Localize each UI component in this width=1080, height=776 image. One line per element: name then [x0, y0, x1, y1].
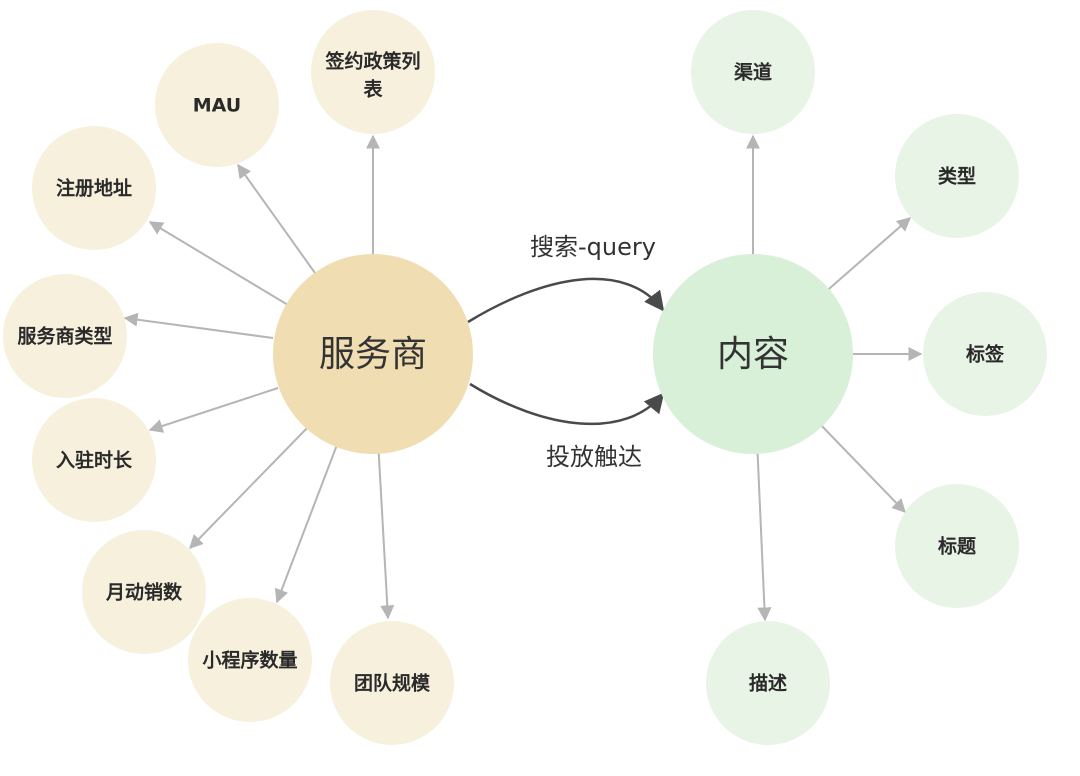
delivery-link-label: 投放触达 — [546, 443, 642, 471]
delivery-link-curve — [469, 382, 665, 426]
node-signing-policy — [311, 10, 435, 134]
node-channel — [691, 10, 815, 134]
label-type: 类型 — [938, 165, 976, 188]
provider-attribute-nodes: 签约政策列 表 MAU 注册地址 服务商类型 入驻时长 月动销数 小程序数量 团… — [3, 10, 454, 745]
spoke-to-description — [756, 439, 772, 622]
search-link-label: 搜索-query — [530, 233, 656, 261]
node-title — [895, 484, 1019, 608]
spoke-to-type — [821, 217, 912, 296]
content-attribute-nodes: 渠道 类型 标签 标题 描述 — [691, 10, 1047, 745]
label-monthly-sales: 月动销数 — [105, 581, 183, 604]
spoke-to-tenure — [148, 387, 279, 433]
label-tenure: 入驻时长 — [56, 449, 133, 472]
label-signing-policy-line1: 签约政策列 — [324, 50, 420, 73]
label-provider-type: 服务商类型 — [17, 325, 112, 348]
content-hub — [653, 254, 853, 454]
spoke-to-miniprogram-count — [274, 436, 341, 604]
content-hub-label: 内容 — [717, 334, 789, 375]
node-type — [895, 114, 1019, 238]
spoke-to-team-size — [377, 439, 395, 620]
spoke-to-registered-address — [148, 221, 289, 306]
label-tag: 标签 — [966, 343, 1005, 366]
provider-spokes — [123, 134, 395, 620]
provider-hub-label: 服务商 — [319, 334, 427, 375]
spoke-to-title — [817, 421, 906, 514]
node-miniprogram-count — [188, 598, 312, 722]
label-miniprogram-count: 小程序数量 — [202, 649, 297, 672]
label-title: 标题 — [938, 536, 976, 558]
content-spokes — [746, 134, 923, 622]
label-registered-address: 注册地址 — [56, 177, 132, 200]
provider-hub — [273, 254, 473, 454]
spoke-to-monthly-sales — [189, 424, 311, 550]
label-channel: 渠道 — [734, 61, 772, 84]
spoke-to-mau — [237, 163, 321, 281]
label-team-size: 团队规模 — [354, 672, 431, 695]
search-link-curve — [467, 277, 665, 324]
node-monthly-sales — [82, 530, 206, 654]
spoke-to-provider-type — [123, 312, 274, 339]
node-team-size — [330, 621, 454, 745]
node-registered-address — [32, 126, 156, 250]
node-description — [706, 621, 830, 745]
label-description: 描述 — [749, 672, 787, 695]
label-signing-policy-line2: 表 — [363, 78, 383, 101]
node-mau — [155, 43, 279, 167]
node-provider-type — [3, 274, 127, 398]
node-tenure — [32, 398, 156, 522]
node-tag — [923, 292, 1047, 416]
label-mau: MAU — [193, 95, 241, 117]
